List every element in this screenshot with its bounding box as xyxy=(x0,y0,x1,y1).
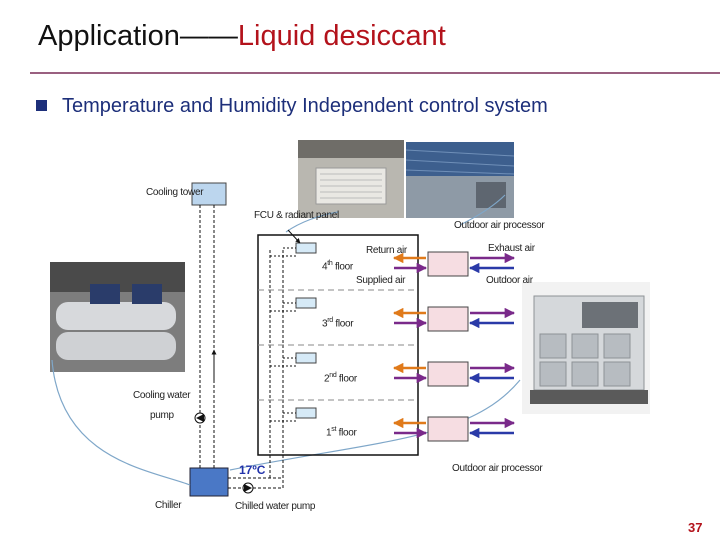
floor-2-label: 2nd floor xyxy=(324,372,357,385)
outdoor-air-processor-top-label: Outdoor air processor xyxy=(454,220,545,231)
slide-subtitle: Temperature and Humidity Independent con… xyxy=(62,95,548,117)
chilled-water-pump-label: Chilled water pump xyxy=(235,501,316,512)
fcu-unit-2 xyxy=(295,352,317,364)
outdoor-air-processor-photo xyxy=(522,282,650,414)
oap-unit-4 xyxy=(427,251,469,277)
bullet-square-icon xyxy=(36,100,47,111)
radiant-panel-photo xyxy=(406,142,514,218)
page-number: 37 xyxy=(688,520,703,535)
cooling-tower-label: Cooling tower xyxy=(146,187,204,198)
pump-label: pump xyxy=(150,410,174,421)
return-air-label: Return air xyxy=(366,245,407,256)
floor-4-label: 4th floor xyxy=(322,260,353,273)
title-divider xyxy=(30,72,720,74)
slide-title: Application——Liquid desiccant xyxy=(38,20,446,53)
outdoor-air-label: Outdoor air xyxy=(486,275,533,286)
fcu-unit-4 xyxy=(295,242,317,254)
cooling-tower-box xyxy=(191,182,227,206)
supplied-air-label: Supplied air xyxy=(356,275,406,286)
oap-unit-2 xyxy=(427,361,469,387)
cooling-water-label: Cooling water xyxy=(133,390,191,401)
oap-unit-1 xyxy=(427,416,469,442)
fcu-label: FCU & radiant panel xyxy=(254,210,339,221)
title-part-2: Liquid desiccant xyxy=(237,20,446,52)
exhaust-air-label: Exhaust air xyxy=(488,243,535,254)
supply-temperature: 17ºC xyxy=(239,463,266,477)
chiller-photo xyxy=(50,262,185,372)
chiller-label: Chiller xyxy=(155,500,182,511)
floor-1-label: 1st floor xyxy=(326,426,357,439)
floor-3-label: 3rd floor xyxy=(322,317,354,330)
fcu-unit-3 xyxy=(295,297,317,309)
oap-unit-3 xyxy=(427,306,469,332)
fcu-ceiling-photo xyxy=(298,140,404,218)
chiller-box xyxy=(189,467,229,497)
fcu-unit-1 xyxy=(295,407,317,419)
title-part-1: Application—— xyxy=(38,20,238,52)
outdoor-air-processor-bottom-label: Outdoor air processor xyxy=(452,463,543,474)
